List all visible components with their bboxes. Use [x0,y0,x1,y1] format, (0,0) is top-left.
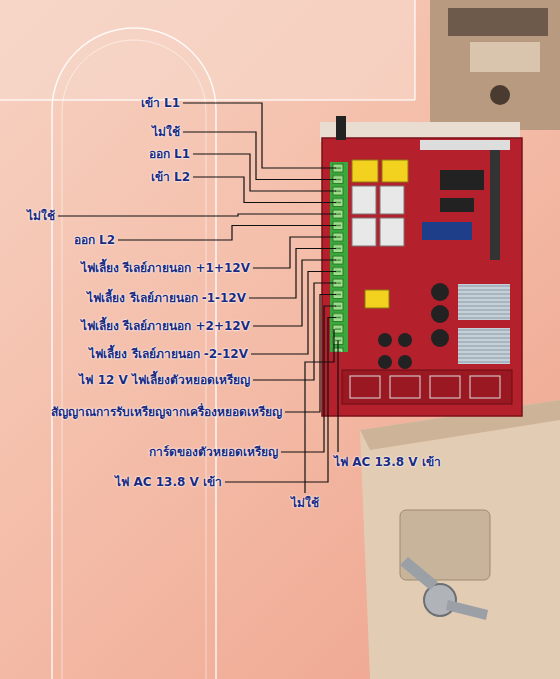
leader-line [118,226,336,241]
leader-line [183,132,336,180]
terminal-label: ไฟ AC 13.8 V เข้า [334,455,441,469]
terminal-label: ออก L1 [149,147,190,161]
terminal-label: ไฟเลี้ยง รีเลย์ภายนอก +1+12V [81,261,250,275]
leader-line [183,103,336,168]
leader-line [305,329,334,493]
terminal-label: เข้า L2 [151,170,190,184]
terminal-label: ไฟ 12 V ไฟเลี้ยงตัวหยอดเหรียญ [79,373,250,387]
terminal-label: ไฟ AC 13.8 V เข้า [115,475,222,489]
terminal-label: ไฟเลี้ยง รีเลย์ภายนอก -2-12V [89,347,248,361]
terminal-label: สัญญาณการรับเหรียญจากเครื่องหยอดเหรียญ [51,405,282,419]
terminal-label: เข้า L1 [141,96,180,110]
terminal-label: ไม่ใช้ [27,209,55,223]
terminal-label: ไฟเลี้ยง รีเลย์ภายนอก +2+12V [81,319,250,333]
terminal-label: ไฟเลี้ยง รีเลย์ภายนอก -1-12V [87,291,246,305]
leader-line [337,341,338,453]
leader-line [253,237,336,268]
terminal-label: ไม่ใช้ [152,125,180,139]
leader-line [58,214,336,216]
terminal-label: การ์ดของตัวหยอดเหรียญ [149,445,278,459]
terminal-label: ไม่ใช้ [291,496,319,510]
leader-line [249,249,336,299]
leader-line [193,177,336,203]
terminal-label: ออก L2 [74,233,115,247]
leader-line [251,272,336,355]
leader-line [193,154,336,191]
